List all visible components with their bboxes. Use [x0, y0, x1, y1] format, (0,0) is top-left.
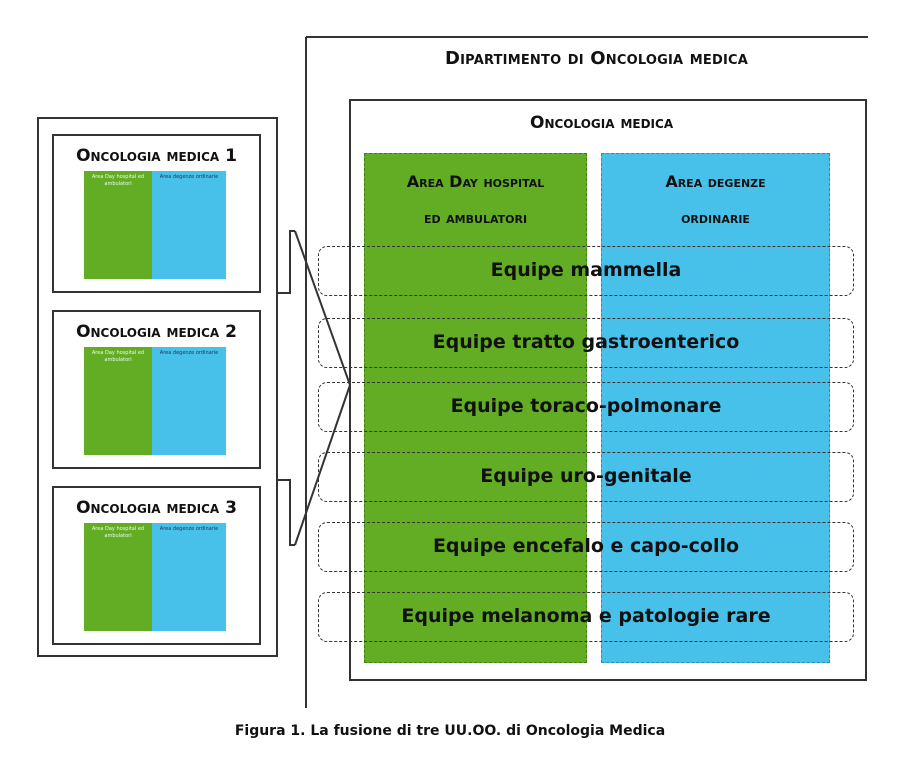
- merged-unit-title: Oncologia medica: [530, 113, 674, 133]
- equipe-label: Equipe tratto gastroenterico: [432, 331, 740, 353]
- equipe-band: [318, 318, 854, 368]
- figure-caption: Figura 1. La fusione di tre UU.OO. di On…: [234, 723, 666, 739]
- equipe-band: [318, 246, 854, 296]
- mini-area-green-label: Area Day hospital ed ambulatori: [91, 174, 145, 187]
- source-unit-mini-areas: Area Day hospital ed ambulatori Area deg…: [84, 347, 226, 455]
- source-unit-2: Oncologia medica 2 Area Day hospital ed …: [52, 310, 261, 469]
- equipe-band: [318, 452, 854, 502]
- department-title: Dipartimento di Oncologia medica: [445, 48, 749, 69]
- equipe-band: [318, 382, 854, 432]
- source-unit-title: Oncologia medica 2: [76, 322, 237, 342]
- source-unit-1: Oncologia medica 1 Area Day hospital ed …: [52, 134, 261, 293]
- source-unit-3: Oncologia medica 3 Area Day hospital ed …: [52, 486, 261, 645]
- equipe-band: [318, 522, 854, 572]
- area-degenze: Area degenze ordinarie: [601, 153, 830, 663]
- equipe-label: Equipe encefalo e capo-collo: [432, 535, 740, 557]
- mini-area-green-label: Area Day hospital ed ambulatori: [91, 526, 145, 539]
- area-day-hospital-label: Area Day hospital ed ambulatori: [406, 172, 545, 227]
- source-unit-title: Oncologia medica 3: [76, 498, 237, 518]
- equipe-label: Equipe mammella: [490, 259, 682, 281]
- area-degenze-label: Area degenze ordinarie: [665, 172, 766, 227]
- equipe-label: Equipe uro-genitale: [480, 465, 692, 487]
- source-unit-title: Oncologia medica 1: [76, 146, 237, 166]
- equipe-label: Equipe toraco-polmonare: [450, 395, 722, 417]
- area-day-hospital: Area Day hospital ed ambulatori: [364, 153, 587, 663]
- mini-area-green-label: Area Day hospital ed ambulatori: [91, 350, 145, 363]
- equipe-label: Equipe melanoma e patologie rare: [401, 605, 771, 627]
- mini-area-blue-label: Area degenze ordinarie: [159, 350, 219, 356]
- equipe-band: [318, 592, 854, 642]
- mini-area-blue-label: Area degenze ordinarie: [159, 526, 219, 532]
- source-unit-mini-areas: Area Day hospital ed ambulatori Area deg…: [84, 523, 226, 631]
- source-unit-mini-areas: Area Day hospital ed ambulatori Area deg…: [84, 171, 226, 279]
- mini-area-blue-label: Area degenze ordinarie: [159, 174, 219, 180]
